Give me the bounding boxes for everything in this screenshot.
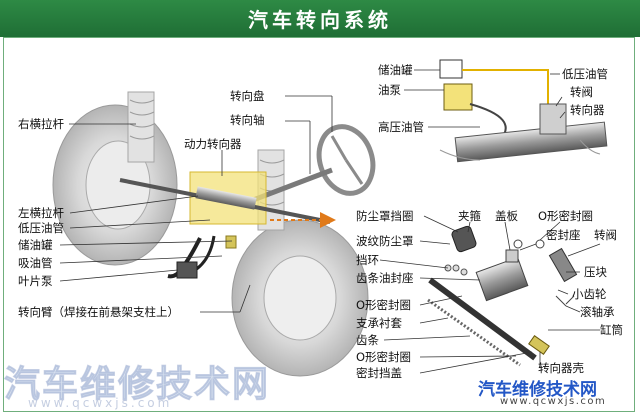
label-steering-wheel: 转向盘 xyxy=(230,89,265,103)
label-roller-bearing: 滚轴承 xyxy=(580,305,615,319)
watermark-right: 汽车维修技术网 xyxy=(478,380,597,400)
leader-lines xyxy=(59,95,333,313)
inset-label-steering-valve: 转阀 xyxy=(570,85,593,99)
label-reservoir: 储油罐 xyxy=(18,238,53,252)
exploded-parts-illustration xyxy=(427,225,578,367)
inset-leader-lines xyxy=(404,69,566,128)
label-gear-housing: 转向器壳 xyxy=(538,361,584,375)
label-seal-retainer-cover: 密封挡盖 xyxy=(356,366,402,380)
label-o-ring-mid: O形密封圈 xyxy=(356,298,412,312)
inset-label-oil-pump: 油泵 xyxy=(378,83,401,97)
inset-label-low-pressure-line: 低压油管 xyxy=(562,67,608,81)
label-pinion: 小齿轮 xyxy=(572,287,607,301)
label-dust-cover-ring: 防尘罩挡圈 xyxy=(356,209,414,223)
label-snap-ring: 挡环 xyxy=(356,253,379,267)
watermark-left: 汽车维修技术网 xyxy=(3,364,271,406)
inset-label-reservoir: 储油罐 xyxy=(378,63,413,77)
label-bellows-dust-cover: 波纹防尘罩 xyxy=(356,234,414,248)
label-rack: 齿条 xyxy=(356,333,379,347)
label-rotary-valve: 转阀 xyxy=(594,228,617,242)
label-steering-shaft: 转向轴 xyxy=(230,113,265,127)
label-steering-arm: 转向臂（焊接在前悬架支柱上） xyxy=(18,305,179,319)
label-press-block: 压块 xyxy=(584,265,607,279)
exploded-leader-lines xyxy=(379,215,601,374)
hydraulic-inset-illustration xyxy=(439,59,608,163)
label-o-ring-top: O形密封圈 xyxy=(538,209,594,223)
title-bar: 汽车转向系统 xyxy=(0,0,640,37)
label-seal-seat: 密封座 xyxy=(546,228,581,242)
label-vane-pump: 叶片泵 xyxy=(18,274,53,288)
label-right-tie-rod: 右横拉杆 xyxy=(18,117,64,131)
label-cylinder: 缸筒 xyxy=(600,323,623,337)
watermark-right-url: www.qcwxjs.com xyxy=(500,396,607,407)
front-wheel-illustration xyxy=(231,149,369,377)
diagram-title: 汽车转向系统 xyxy=(248,8,392,32)
inset-label-high-pressure-line: 高压油管 xyxy=(378,120,424,134)
label-support-liner: 支承衬套 xyxy=(356,316,402,330)
label-left-tie-rod: 左横拉杆 xyxy=(18,206,64,220)
label-suction-line: 吸油管 xyxy=(18,256,53,270)
label-clamp: 夹箍 xyxy=(458,209,481,223)
rear-wheel-illustration xyxy=(52,91,178,266)
label-low-pressure-line: 低压油管 xyxy=(18,221,64,235)
inset-label-steering-gear: 转向器 xyxy=(570,103,605,117)
label-cover-plate: 盖板 xyxy=(495,209,518,223)
label-power-steering-gear: 动力转向器 xyxy=(184,137,242,151)
watermark-left-url: www.qcwxjs.com xyxy=(28,396,173,410)
label-rack-oil-seal-seat: 齿条油封座 xyxy=(356,271,414,285)
label-o-ring-low: O形密封圈 xyxy=(356,350,412,364)
